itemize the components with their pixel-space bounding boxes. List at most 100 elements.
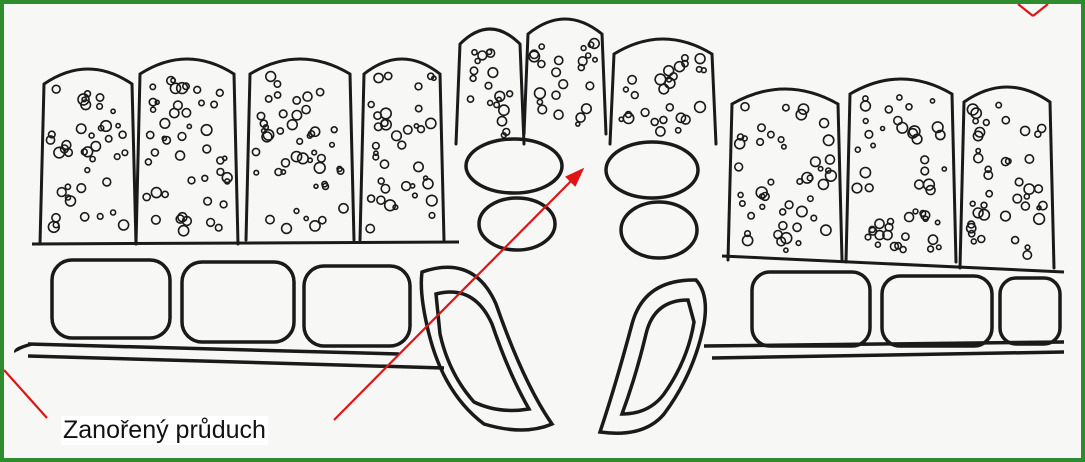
chloroplast — [780, 209, 786, 215]
chloroplast — [782, 145, 786, 149]
chloroplast — [973, 119, 978, 124]
chloroplast — [660, 116, 667, 123]
chloroplast — [855, 147, 860, 152]
chloroplast — [318, 155, 326, 163]
chloroplast — [203, 145, 211, 153]
chloroplast — [875, 242, 880, 247]
chloroplast — [826, 155, 835, 164]
chloroplast — [429, 213, 435, 219]
chloroplast — [162, 136, 166, 140]
chloroplast — [651, 118, 658, 125]
chloroplast — [373, 143, 380, 150]
chloroplast — [170, 109, 179, 118]
chloroplast — [427, 195, 438, 206]
chloroplast — [266, 72, 276, 82]
chloroplast — [178, 133, 186, 141]
chloroplast — [937, 245, 942, 250]
chloroplast — [497, 117, 506, 126]
chloroplast — [986, 191, 992, 197]
chloroplast — [1035, 185, 1043, 193]
chloroplast — [404, 126, 412, 134]
chloroplast — [202, 175, 208, 181]
chloroplast — [223, 156, 227, 160]
chloroplast — [970, 201, 975, 206]
chloroplast — [252, 148, 259, 155]
chloroplast — [424, 176, 428, 180]
chloroplast — [90, 157, 95, 162]
chloroplast — [497, 97, 501, 101]
chloroplast — [906, 104, 912, 110]
chloroplast — [701, 68, 706, 73]
chloroplast — [398, 141, 406, 149]
chloroplast — [539, 44, 544, 49]
chloroplast — [470, 67, 477, 74]
chloroplast — [559, 80, 568, 89]
chloroplast — [111, 210, 116, 215]
chloroplast — [188, 177, 195, 184]
chloroplast — [374, 73, 383, 82]
chloroplast — [177, 83, 188, 94]
chloroplast — [552, 91, 560, 99]
chloroplast — [586, 82, 594, 90]
chloroplast — [297, 139, 303, 145]
chloroplast — [499, 105, 509, 115]
chloroplast — [152, 216, 161, 225]
chloroplast — [216, 89, 223, 96]
chloroplast — [374, 151, 378, 155]
chloroplast — [821, 225, 831, 235]
chloroplast — [303, 92, 312, 101]
stoma-label: Zanořený průduch — [61, 416, 268, 445]
chloroplast — [257, 112, 264, 119]
chloroplast — [199, 100, 204, 105]
chloroplast — [852, 183, 862, 193]
chloroplast — [631, 92, 638, 99]
guard-cells-top — [466, 139, 698, 258]
chloroplast — [695, 102, 706, 113]
chloroplast — [116, 124, 120, 128]
chloroplast — [581, 46, 586, 51]
chloroplast — [554, 110, 563, 119]
chloroplast — [310, 221, 320, 231]
chloroplast — [865, 184, 873, 192]
chloroplast — [979, 210, 989, 220]
chloroplast — [151, 149, 158, 156]
chloroplast — [942, 167, 946, 171]
chloroplast — [655, 74, 666, 85]
chloroplast — [537, 99, 542, 104]
chloroplast — [381, 185, 389, 193]
chloroplast — [331, 127, 337, 133]
chloroplast — [378, 178, 384, 184]
chloroplast — [971, 239, 976, 244]
chloroplast — [1023, 251, 1031, 259]
chloroplast — [974, 154, 983, 163]
chloroplast — [119, 131, 126, 138]
chloroplast — [122, 150, 128, 156]
chloroplast — [860, 168, 870, 178]
chloroplast — [885, 106, 892, 113]
chloroplast — [57, 188, 66, 197]
chloroplast — [921, 167, 929, 175]
chloroplast — [294, 209, 299, 214]
chloroplast — [114, 154, 120, 160]
chloroplast — [392, 131, 402, 141]
chloroplast — [211, 101, 217, 107]
chloroplast — [182, 109, 190, 117]
chloroplast — [304, 216, 308, 220]
chloroplast — [507, 91, 513, 97]
chloroplast — [488, 100, 493, 105]
chloroplast — [619, 117, 623, 121]
chloroplast — [735, 163, 743, 171]
chloroplast — [921, 156, 929, 164]
chloroplast — [287, 120, 297, 130]
chloroplast — [274, 81, 280, 87]
chloroplast — [983, 120, 989, 126]
chloroplast — [470, 76, 476, 82]
chloroplast — [865, 131, 873, 139]
chloroplast — [1021, 126, 1030, 135]
chloroplast — [793, 223, 801, 231]
epidermis-layer — [16, 260, 1064, 368]
chloroplast — [978, 236, 985, 243]
chloroplast — [928, 246, 934, 252]
chloroplast — [783, 105, 789, 111]
chloroplast — [981, 202, 987, 208]
